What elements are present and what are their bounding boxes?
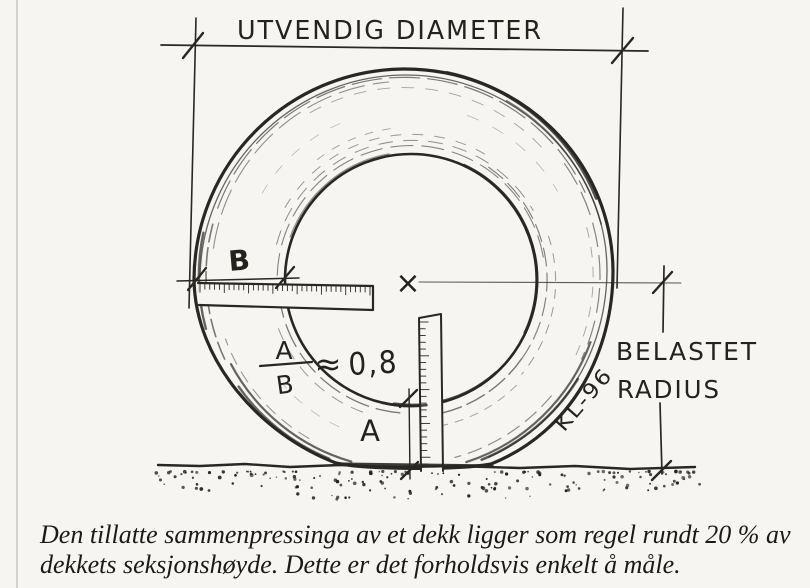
outer-diameter-dimension: UTVENDIG DIAMETER — [160, 7, 649, 309]
center-mark: × — [395, 266, 422, 301]
caption-line-1: Den tillatte sammenpressinga av et dekk … — [40, 520, 791, 549]
formula-denominator: B — [274, 369, 297, 400]
caption-line-2: dekkets seksjonshøyde. Dette er det forh… — [40, 550, 681, 579]
b-tick-left — [186, 266, 208, 292]
artist-signature: KL-96 — [550, 363, 618, 436]
formula-approx-sign: ≈ — [315, 345, 344, 383]
center-line — [418, 281, 682, 284]
scan-artifact-line — [16, 0, 18, 588]
loaded-radius-dimension: BELASTET RADIUS — [616, 265, 758, 482]
fraction-bar — [258, 360, 314, 368]
section-height-dimension: A — [360, 388, 420, 481]
ruler-a-tick-marks — [419, 321, 431, 465]
ruler-b-tick-marks — [199, 283, 371, 296]
radius-dimension-line-upper — [662, 265, 665, 333]
section-height-label: A — [360, 414, 382, 448]
loaded-radius-label-line2: RADIUS — [617, 375, 721, 404]
loaded-radius-label-line1: BELASTET — [616, 337, 758, 366]
radius-dimension-line-lower — [659, 402, 663, 475]
ratio-formula: A B ≈ 0,8 — [258, 336, 400, 400]
tire-outer-outline-secondary — [199, 74, 608, 458]
section-width-dimension: B — [176, 243, 300, 292]
b-dimension-line — [176, 277, 300, 282]
dimension-tick-left — [181, 31, 205, 60]
tire-outer-outline — [192, 67, 615, 470]
extension-line-left — [188, 17, 197, 309]
section-width-label: B — [227, 243, 253, 278]
ground — [154, 462, 701, 501]
dimension-line-top — [160, 44, 649, 52]
a-tick-top — [398, 388, 419, 409]
ground-stipple-dots — [154, 469, 701, 501]
ruler-vertical-a — [418, 313, 444, 472]
formula-value: 0,8 — [348, 344, 400, 383]
a-tick-bottom — [399, 460, 420, 481]
ruler-horizontal-b — [196, 281, 375, 312]
a-dimension-line — [408, 388, 411, 480]
ground-line — [156, 462, 697, 471]
rim-arc-over-ruler — [381, 401, 428, 408]
extension-line-right — [616, 7, 624, 289]
radius-tick-bottom — [650, 459, 673, 482]
outer-diameter-label: UTVENDIG DIAMETER — [237, 16, 543, 46]
figure-caption: Den tillatte sammenpressinga av et dekk … — [40, 520, 802, 580]
formula-numerator: A — [275, 336, 294, 365]
tire-diagram: UTVENDIG DIAMETER BELASTET RADIUS × B A — [154, 7, 758, 501]
b-tick-right — [274, 265, 296, 290]
